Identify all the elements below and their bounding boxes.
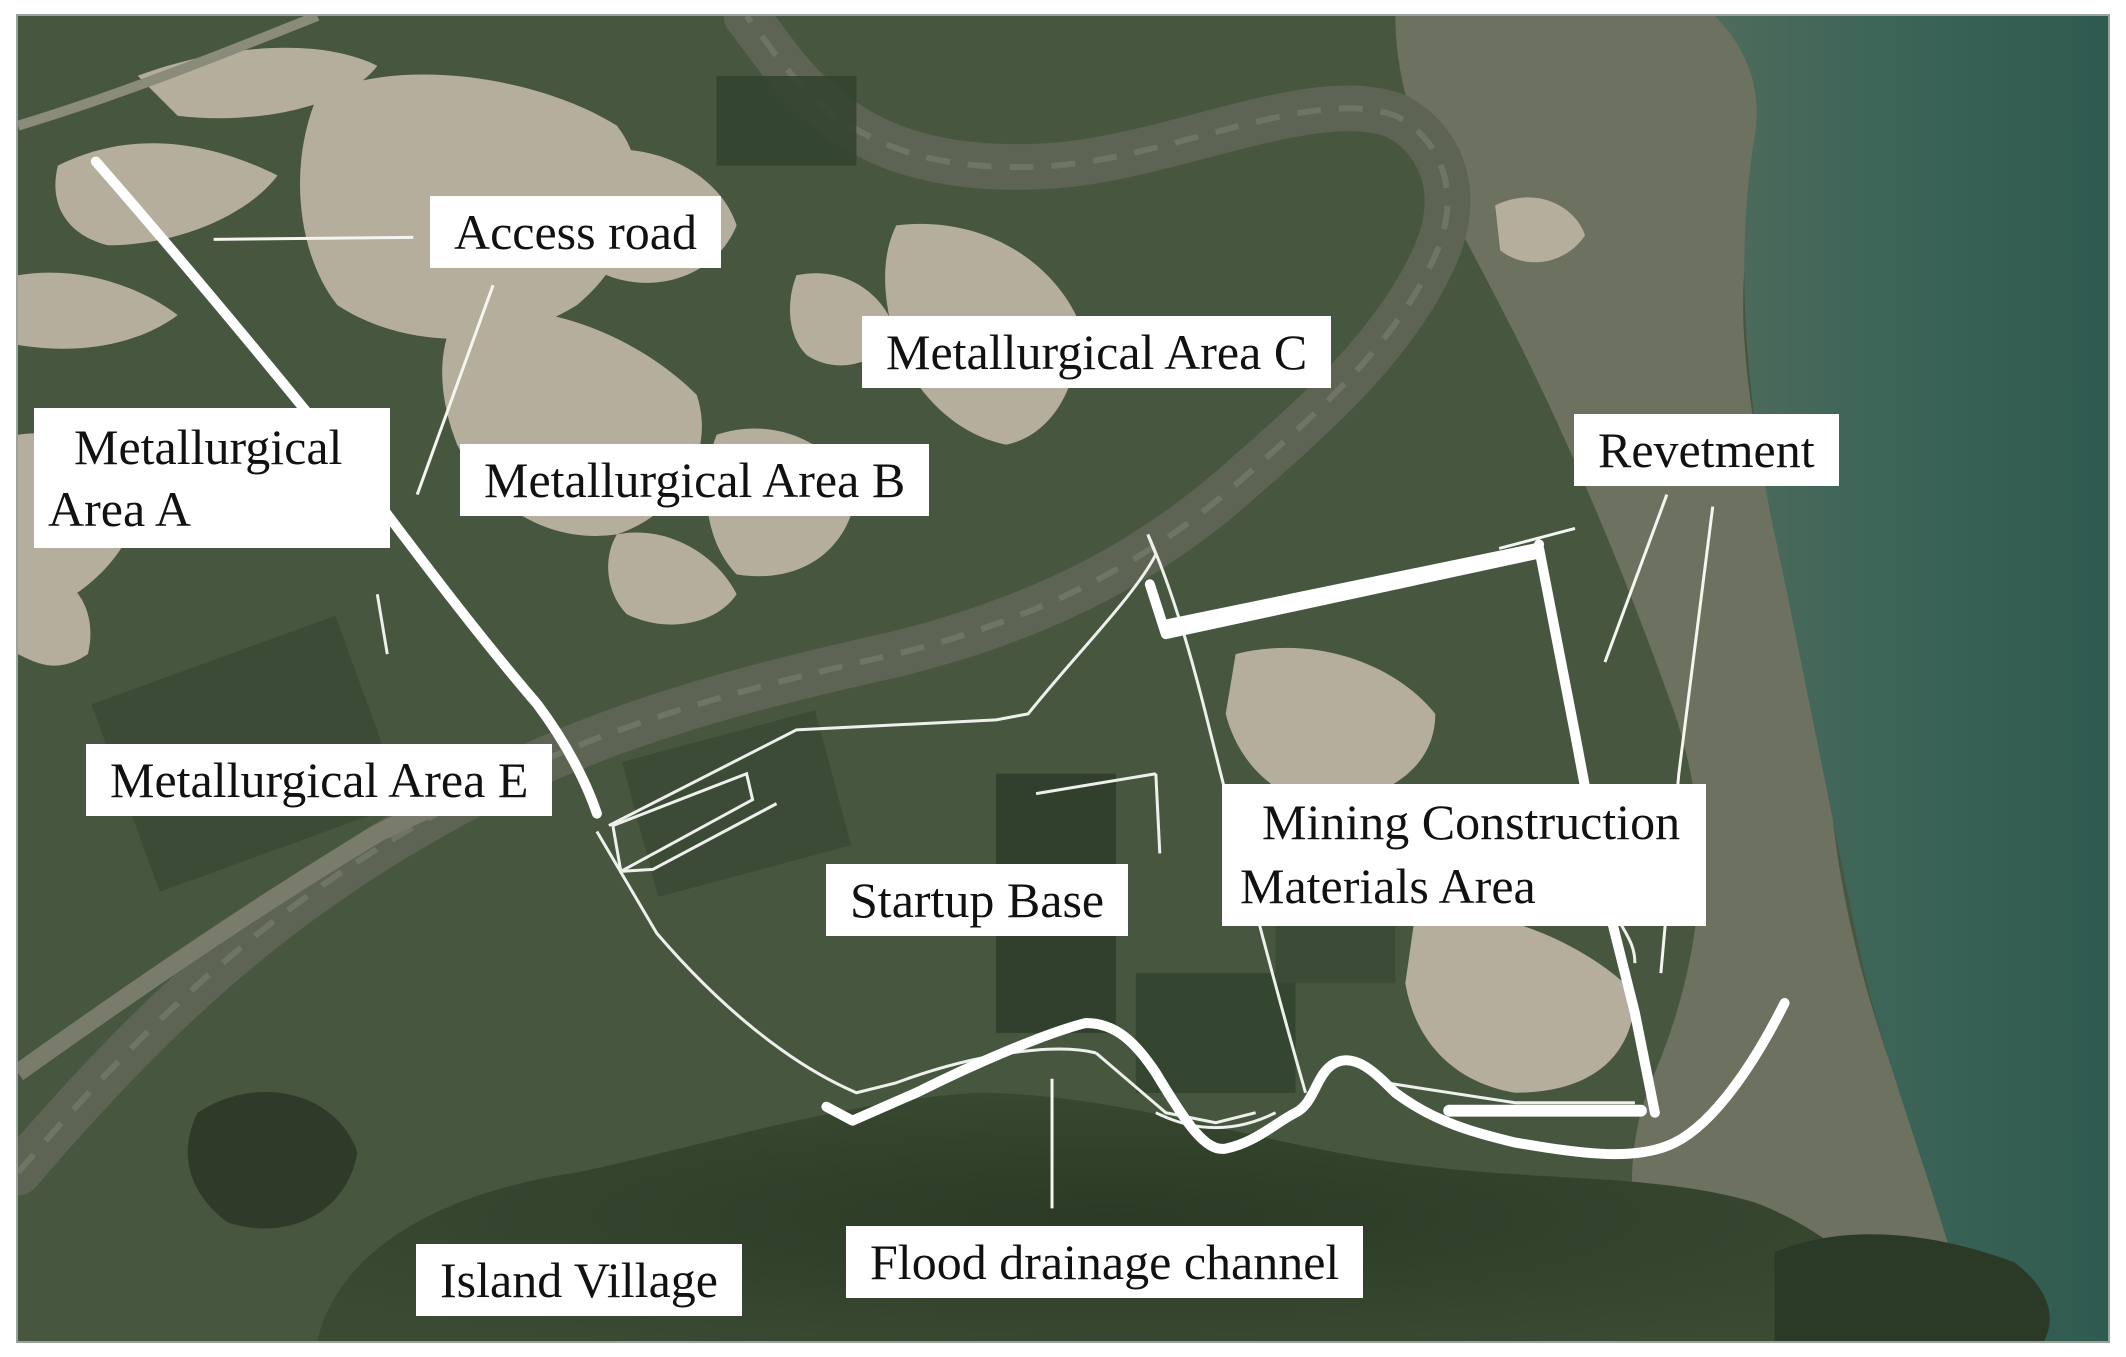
- label-metallurgical-area-a: Metallurgical Area A: [34, 408, 390, 548]
- label-metallurgical-area-e: Metallurgical Area E: [86, 744, 553, 816]
- sea: [1714, 16, 2108, 1341]
- map-imagery: [18, 16, 2108, 1341]
- label-mining-line-2: Materials Area: [1240, 858, 1536, 914]
- forest-west: [187, 1091, 358, 1229]
- label-island-village: Island Village: [416, 1244, 742, 1316]
- satellite-map: Access road Metallurgical Area A Metallu…: [16, 14, 2110, 1343]
- thick-lines: [90, 156, 1790, 1160]
- leader-lines: [213, 235, 1715, 1209]
- label-access-road: Access road: [430, 196, 721, 268]
- label-metallurgical-area-c: Metallurgical Area C: [862, 316, 1332, 388]
- flood-channel-line: [821, 998, 1790, 1160]
- label-area-a-line-1: Metallurgical: [74, 419, 343, 475]
- headland: [1774, 1234, 2050, 1341]
- label-metallurgical-area-b: Metallurgical Area B: [460, 444, 930, 516]
- label-startup-base: Startup Base: [826, 864, 1129, 936]
- label-flood-drainage-channel: Flood drainage channel: [846, 1226, 1364, 1298]
- label-mining-construction-materials-area: Mining Construction Materials Area: [1222, 784, 1707, 926]
- revetment-north: [1162, 543, 1541, 630]
- label-mining-line-1: Mining Construction: [1262, 794, 1681, 850]
- road-north: [18, 16, 320, 131]
- tidal-flat: [1395, 16, 1995, 1341]
- label-area-a-line-2: Area A: [48, 481, 191, 537]
- boundary-lines: [375, 533, 1637, 1130]
- access-road-line: [90, 156, 602, 819]
- label-revetment: Revetment: [1574, 414, 1839, 486]
